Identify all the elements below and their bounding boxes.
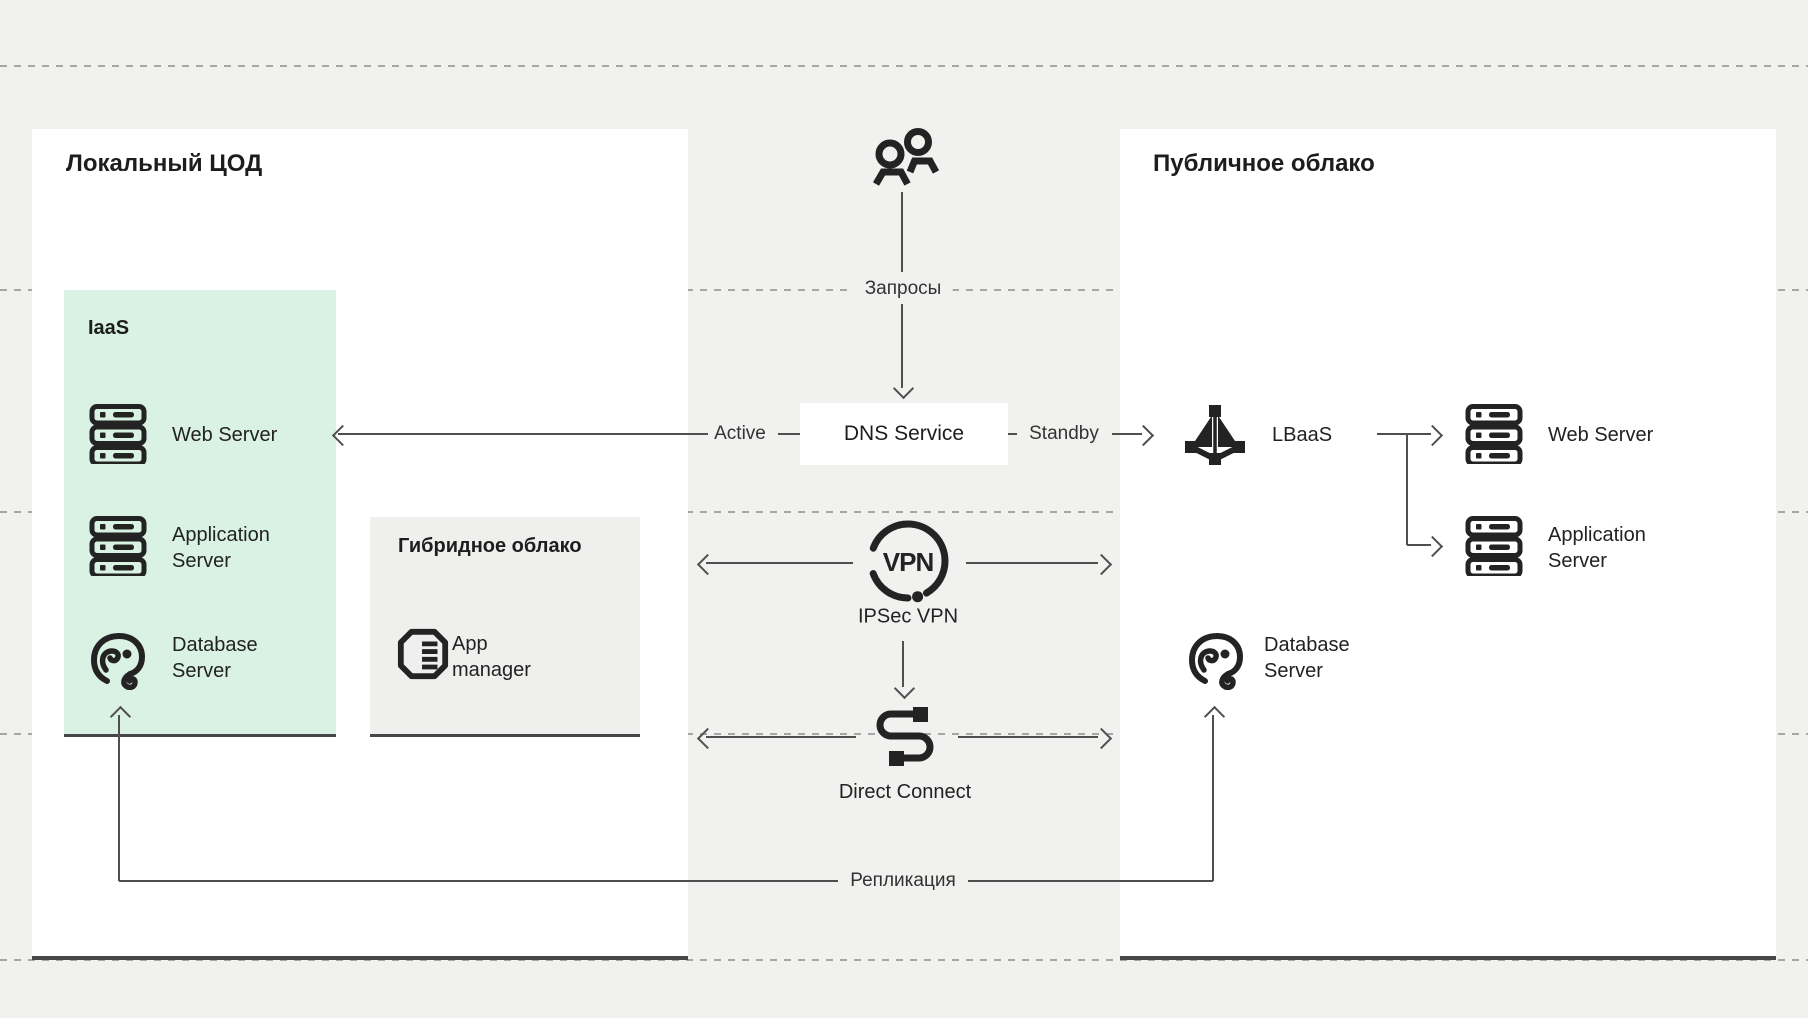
requests-line-upper — [901, 192, 903, 272]
database-elephant-icon — [86, 626, 150, 690]
cloud-web-server-label: Web Server — [1548, 424, 1654, 446]
vpn-line-right — [966, 562, 1098, 564]
cloud-app-server-label: Application Server — [1548, 524, 1646, 572]
hybrid-cloud-title: Гибридное облако — [398, 535, 582, 557]
server-icon — [89, 516, 147, 576]
direct-connect-label: Direct Connect — [838, 781, 972, 803]
requests-label: Запросы — [853, 278, 953, 300]
public-cloud-title: Публичное облако — [1153, 150, 1375, 177]
dns-service-label: DNS Service — [843, 422, 965, 445]
local-web-server-label: Web Server — [172, 424, 278, 446]
ipsec-vpn-label: IPSec VPN — [857, 605, 959, 628]
dc-line-right — [958, 736, 1098, 738]
lbaas-branch-vertical — [1406, 434, 1408, 545]
vpn-badge-text: VPN — [883, 547, 934, 577]
lbaas-label: LBaaS — [1272, 424, 1333, 446]
local-db-server-label: Database Server — [172, 634, 258, 682]
dashed-guide-line — [0, 65, 1808, 67]
active-line — [338, 433, 708, 435]
cloud-db-server-label: Database Server — [1264, 634, 1350, 682]
dashed-guide-line — [0, 959, 1808, 961]
vpn-line-left — [706, 562, 853, 564]
arrow-left-vpn — [696, 553, 718, 575]
server-icon — [1465, 516, 1523, 576]
direct-connect-icon — [869, 701, 941, 773]
app-manager-label: App manager — [452, 633, 531, 681]
app-manager-icon — [396, 627, 450, 681]
arrow-down-to-dc — [893, 678, 915, 700]
local-app-server-label: Application Server — [172, 524, 270, 572]
replication-hline-right — [968, 880, 1213, 882]
replication-vline-left — [118, 715, 120, 881]
hybrid-cloud-box — [370, 517, 640, 737]
active-stub — [778, 433, 800, 435]
arrow-down-to-dns — [892, 377, 914, 400]
arrow-right-dc — [1091, 727, 1113, 749]
standby-label: Standby — [1029, 423, 1099, 444]
load-balancer-icon — [1184, 402, 1246, 466]
arrow-left-dc — [696, 727, 718, 749]
lbaas-line-web — [1377, 433, 1431, 435]
users-icon — [866, 114, 942, 190]
server-icon — [89, 404, 147, 464]
replication-label: Репликация — [839, 870, 967, 892]
iaas-box — [64, 290, 336, 737]
iaas-title: IaaS — [88, 317, 130, 339]
replication-hline-left — [119, 880, 838, 882]
replication-vline-right — [1212, 715, 1214, 881]
dns-service-box: DNS Service — [800, 403, 1008, 465]
dc-line-left — [706, 736, 856, 738]
dashed-guide-line — [0, 511, 1808, 513]
active-label: Active — [714, 423, 766, 444]
standby-stub — [1008, 433, 1017, 435]
public-cloud-panel — [1120, 129, 1776, 960]
database-elephant-icon — [1184, 626, 1248, 690]
server-icon — [1465, 404, 1523, 464]
requests-line-lower — [901, 304, 903, 388]
vpn-to-dc-line — [902, 641, 904, 687]
vpn-icon: VPN — [867, 520, 949, 603]
local-dc-title: Локальный ЦОД — [66, 150, 263, 177]
lbaas-line-app — [1407, 544, 1431, 546]
arrow-right-vpn — [1091, 553, 1113, 575]
standby-line — [1112, 433, 1142, 435]
